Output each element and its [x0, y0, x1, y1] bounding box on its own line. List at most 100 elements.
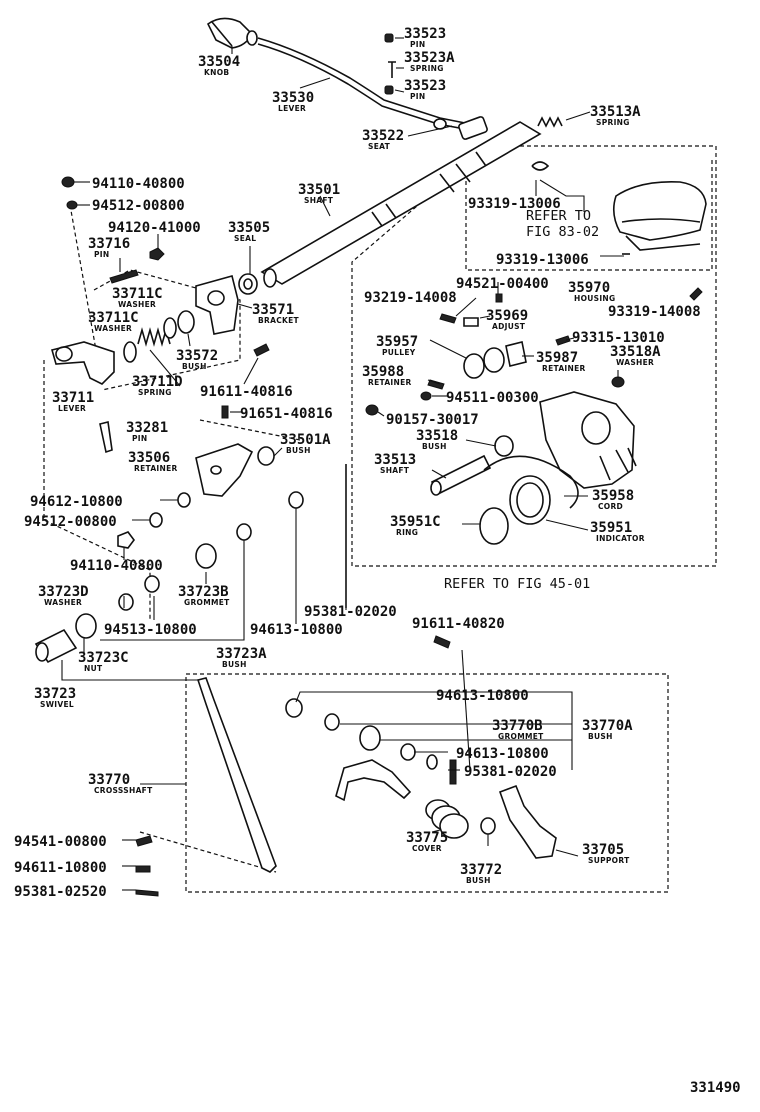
part-label-94512-00800[interactable]: 94512-00800 [92, 198, 185, 214]
washer-33723D [118, 593, 134, 611]
part-label-94120-41000[interactable]: 94120-41000 [108, 220, 201, 236]
grommet-33770B [359, 725, 381, 751]
part-label-95381-02520[interactable]: 95381-02520 [14, 884, 107, 900]
part-label-93319-13006[interactable]: 93319-13006 [468, 196, 561, 212]
part-label-94521-00400[interactable]: 94521-00400 [456, 276, 549, 292]
spring-33513A [537, 116, 563, 128]
part-number: 35951C [390, 514, 441, 530]
bush-33770A [324, 713, 340, 731]
part-label-94611-10800[interactable]: 94611-10800 [14, 860, 107, 876]
part-name: WASHER [118, 300, 156, 309]
part-number: 33775 [406, 830, 448, 846]
washer-33518A [611, 376, 625, 388]
grommet-33723B [195, 543, 217, 569]
part-number: 93315-13010 [572, 330, 665, 346]
part-label-91651-40816[interactable]: 91651-40816 [240, 406, 333, 422]
part-label-94613-10800[interactable]: 94613-10800 [456, 746, 549, 762]
fig-45-reference[interactable]: REFER TO FIG 45-01 [444, 576, 590, 592]
part-label-94613-10800[interactable]: 94613-10800 [250, 622, 343, 638]
part-label-91611-40816[interactable]: 91611-40816 [200, 384, 293, 400]
part-label-95381-02020[interactable]: 95381-02020 [304, 604, 397, 620]
part-name: RETAINER [134, 464, 178, 473]
part-label-94110-40800[interactable]: 94110-40800 [92, 176, 185, 192]
pin-95381-02520 [135, 889, 159, 897]
fig-83-reference-line2[interactable]: FIG 83-02 [526, 224, 599, 240]
part-label-93319-13006[interactable]: 93319-13006 [496, 252, 589, 268]
housing-group-box [465, 160, 713, 271]
part-name: PIN [94, 250, 109, 259]
nut-33723C [75, 613, 97, 639]
fig-83-reference-line1[interactable]: REFER TO [526, 208, 591, 224]
part-label-90157-30017[interactable]: 90157-30017 [386, 412, 479, 428]
retainer-35988 [427, 379, 445, 390]
seal-33505 [238, 273, 258, 295]
part-label-93315-13010[interactable]: 93315-13010 [572, 330, 665, 346]
part-number: 94612-10800 [30, 494, 123, 510]
part-number: 91611-40816 [200, 384, 293, 400]
part-label-95381-02020[interactable]: 95381-02020 [464, 764, 557, 780]
retainer-35987 [505, 341, 527, 367]
part-label-93319-14008[interactable]: 93319-14008 [608, 304, 701, 320]
part-label-94512-00800[interactable]: 94512-00800 [24, 514, 117, 530]
nut-94110-bottom [117, 531, 135, 549]
part-label-94110-40800[interactable]: 94110-40800 [70, 558, 163, 574]
bush-94613-10800-right [400, 743, 416, 761]
part-label-93219-14008[interactable]: 93219-14008 [364, 290, 457, 306]
part-label-94541-00800[interactable]: 94541-00800 [14, 834, 107, 850]
washer-33711C [123, 341, 137, 363]
support-33705 [498, 784, 557, 859]
part-label-94511-00300[interactable]: 94511-00300 [446, 390, 539, 406]
part-number: 33506 [128, 450, 170, 466]
part-label-94613-10800[interactable]: 94613-10800 [436, 688, 529, 704]
indicator-assembly [365, 161, 707, 545]
part-label-94612-10800[interactable]: 94612-10800 [30, 494, 123, 510]
part-name: BRACKET [258, 316, 300, 325]
rod-95381-02020-bottom [449, 759, 457, 785]
part-label-94513-10800[interactable]: 94513-10800 [104, 622, 197, 638]
bush-link-line [199, 419, 301, 441]
part-number: 94611-10800 [14, 860, 107, 876]
part-label-91611-40820[interactable]: 91611-40820 [412, 616, 505, 632]
